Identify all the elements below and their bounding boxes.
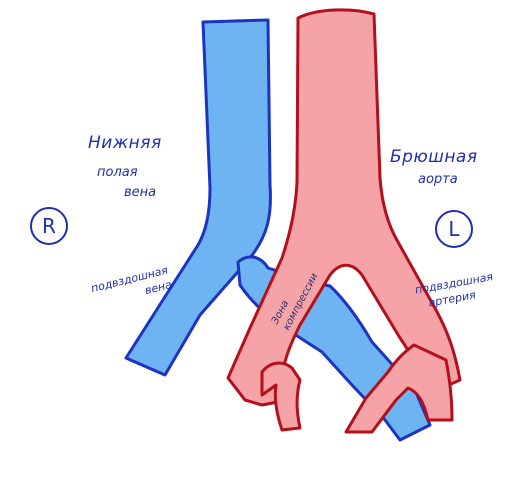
iliac-vein-line-2: вена <box>144 278 174 297</box>
right-iliac-artery-branch <box>260 361 302 432</box>
right-side-marker: R <box>30 207 68 245</box>
left-iliac-artery <box>344 343 454 434</box>
ivc-line-1: Нижняя <box>88 133 162 153</box>
aorta-line-1: Брюшная <box>390 147 478 167</box>
ivc-line-3: вена <box>124 185 156 200</box>
label-aorta: Брюшная аорта <box>390 147 478 187</box>
right-letter: R <box>42 214 56 238</box>
ivc-trunk <box>124 18 272 377</box>
left-letter: L <box>448 217 460 241</box>
artery-system <box>226 8 462 434</box>
aorta-line-2: аорта <box>418 172 458 187</box>
ivc-line-2: полая <box>97 165 138 180</box>
label-ivc: Нижняя полая вена <box>88 133 162 200</box>
left-side-marker: L <box>435 210 473 248</box>
